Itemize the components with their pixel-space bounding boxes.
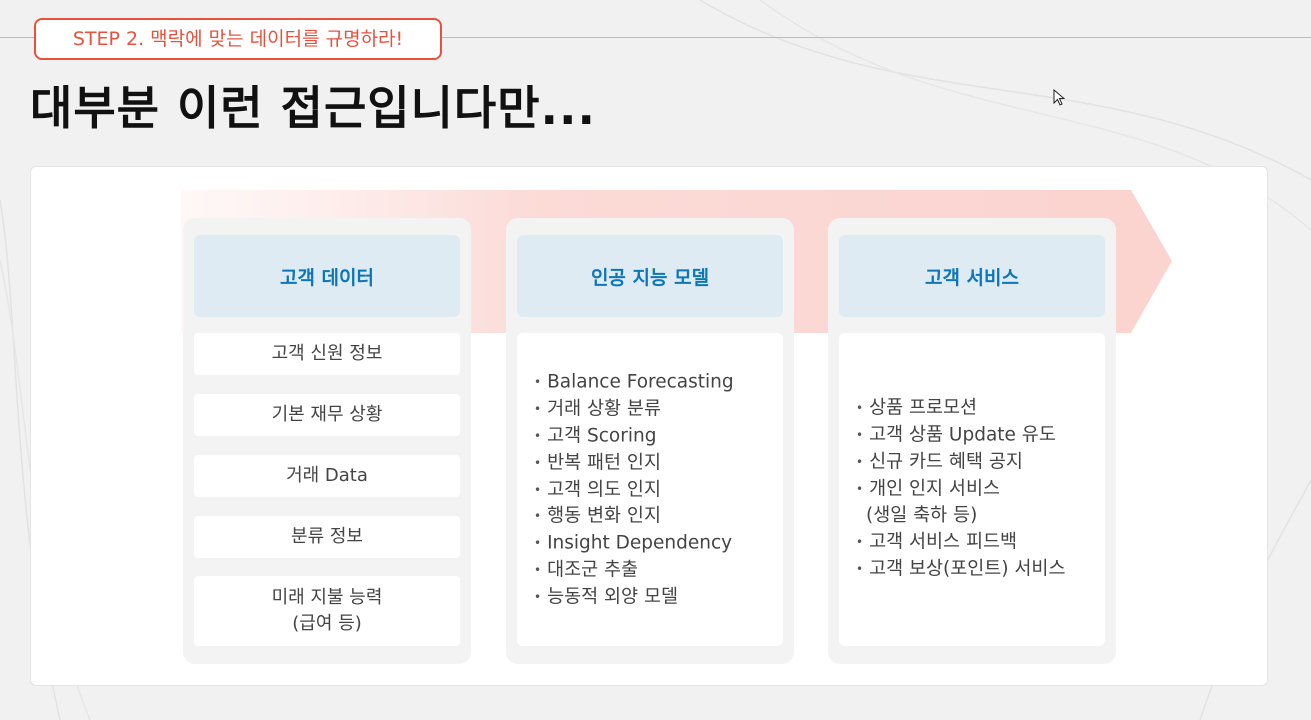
step-badge: STEP 2. 맥락에 맞는 데이터를 규명하라! — [34, 18, 442, 60]
data-item: 고객 신원 정보 — [194, 333, 460, 375]
column-customer-data: 고객 데이터 고객 신원 정보 기본 재무 상황 거래 Data 분류 정보 미… — [183, 218, 471, 664]
service-list-box: •상품 프로모션 •고객 상품 Update 유도 •신규 카드 혜택 공지 •… — [839, 333, 1105, 646]
top-rule — [0, 37, 1311, 38]
list-item: •고객 의도 인지 — [534, 478, 661, 500]
list-item: •개인 인지 서비스 — [856, 477, 1000, 499]
list-item: •신규 카드 혜택 공지 — [856, 451, 1023, 473]
list-item: •고객 서비스 피드백 — [856, 531, 1017, 553]
page-title: 대부분 이런 접근입니다만... — [30, 81, 596, 135]
list-item: •Balance Forecasting — [534, 371, 734, 393]
content-panel: 고객 데이터 고객 신원 정보 기본 재무 상황 거래 Data 분류 정보 미… — [30, 166, 1268, 686]
data-item: 거래 Data — [194, 455, 460, 497]
column-ai-model: 인공 지능 모델 •Balance Forecasting •거래 상황 분류 … — [506, 218, 794, 664]
column-header: 인공 지능 모델 — [517, 235, 783, 317]
list-item: •고객 상품 Update 유도 — [856, 424, 1056, 446]
data-item: 분류 정보 — [194, 516, 460, 558]
mouse-pointer-icon — [1053, 89, 1065, 106]
list-item: •대조군 추출 — [534, 559, 639, 581]
list-item: •상품 프로모션 — [856, 397, 978, 419]
column-header: 고객 서비스 — [839, 235, 1105, 317]
model-list-box: •Balance Forecasting •거래 상황 분류 •고객 Scori… — [517, 333, 783, 646]
model-list: •Balance Forecasting •거래 상황 분류 •고객 Scori… — [534, 369, 734, 611]
list-item: •행동 변화 인지 — [534, 505, 661, 527]
column-customer-service: 고객 서비스 •상품 프로모션 •고객 상품 Update 유도 •신규 카드 … — [828, 218, 1116, 664]
data-item: 기본 재무 상황 — [194, 394, 460, 436]
list-item: •고객 Scoring — [534, 425, 657, 447]
list-item: •능동적 외양 모델 — [534, 586, 678, 608]
list-item: •반복 패턴 인지 — [534, 451, 661, 473]
data-item: 미래 지불 능력 (급여 등) — [194, 576, 460, 646]
column-header: 고객 데이터 — [194, 235, 460, 317]
service-list: •상품 프로모션 •고객 상품 Update 유도 •신규 카드 혜택 공지 •… — [856, 395, 1065, 583]
list-item: •고객 보상(포인트) 서비스 — [856, 558, 1066, 580]
list-item: •거래 상황 분류 — [534, 398, 661, 420]
list-item-continuation: (생일 축하 등) — [866, 504, 978, 526]
list-item: •Insight Dependency — [534, 532, 733, 554]
